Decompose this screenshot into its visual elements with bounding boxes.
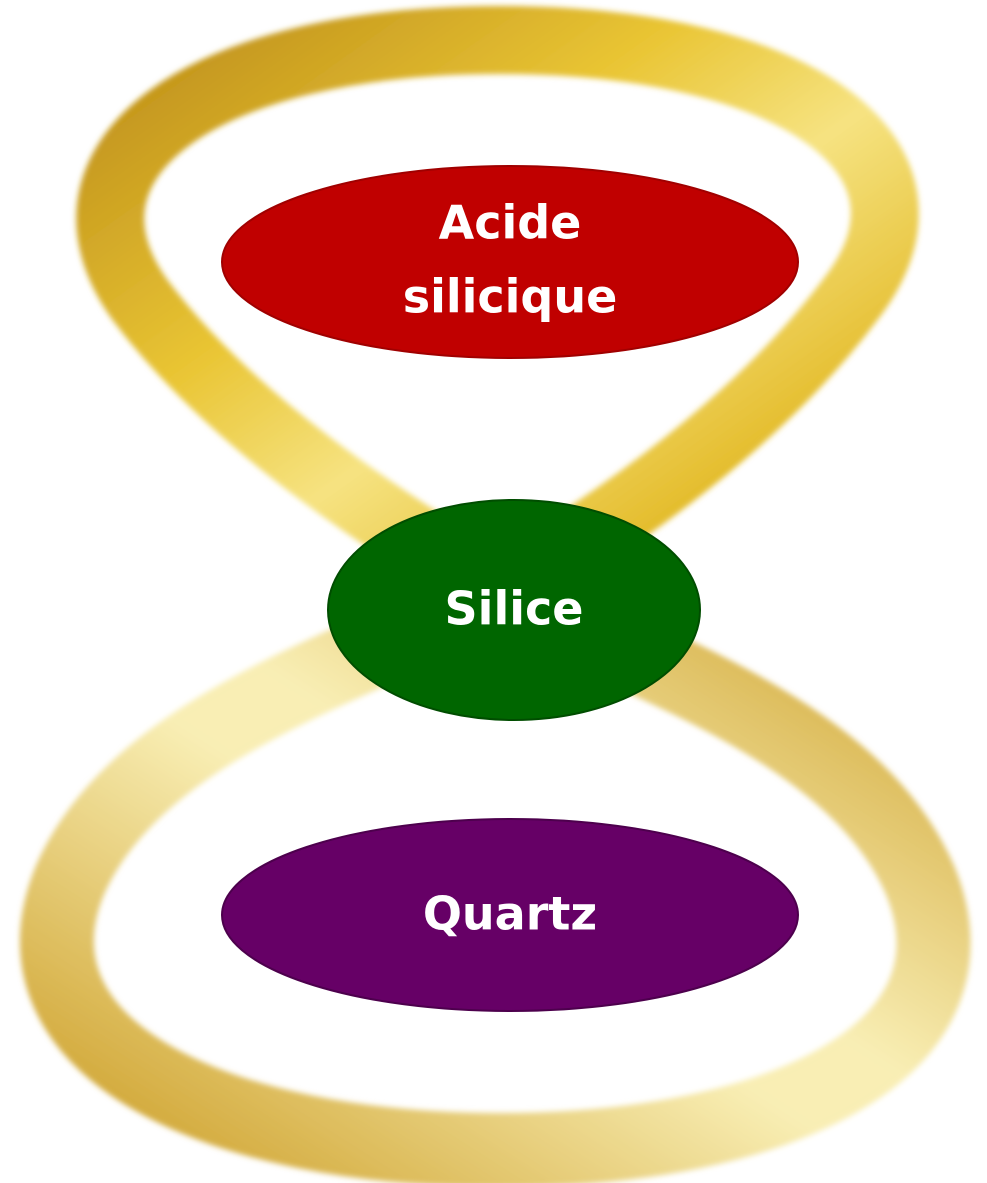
node-silice-shape xyxy=(327,499,701,721)
node-quartz: Quartz xyxy=(221,818,799,1012)
node-quartz-label: Quartz xyxy=(423,887,597,941)
node-acide-silicique-shape xyxy=(221,165,799,359)
lower-loop-ribbon xyxy=(20,547,971,1183)
node-quartz-shape xyxy=(221,818,799,1012)
node-silice-label: Silice xyxy=(445,582,584,636)
node-acide-silicique: Acide silicique xyxy=(221,165,799,359)
upper-loop-ribbon xyxy=(76,5,919,630)
node-acide-silicique-label-line2: silicique xyxy=(403,270,618,324)
node-acide-silicique-label-line1: Acide xyxy=(439,196,582,250)
node-silice: Silice xyxy=(327,499,701,721)
